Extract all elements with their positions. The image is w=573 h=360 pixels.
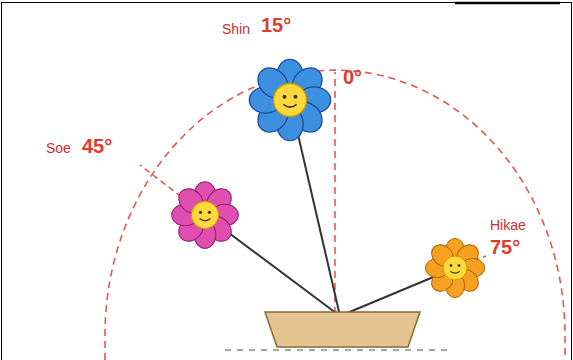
frame <box>2 3 572 360</box>
petals <box>172 182 239 249</box>
flower-face <box>274 84 307 117</box>
part-name: Hikae <box>490 218 526 233</box>
frame-mark <box>455 2 560 5</box>
angle-value: 45° <box>82 135 112 157</box>
angle-value: 0° <box>343 66 362 88</box>
pot <box>265 312 420 347</box>
part-name: Soe <box>46 141 71 156</box>
soe-flower <box>172 182 239 249</box>
hikae-flower <box>425 238 484 297</box>
angle-arc <box>105 70 565 360</box>
angle-value: 75° <box>490 236 520 258</box>
part-name: Shin <box>222 22 250 37</box>
flower-face <box>192 202 219 229</box>
base-line <box>225 349 450 350</box>
petals <box>249 59 330 140</box>
angle-value: 15° <box>261 14 291 36</box>
petals <box>425 238 484 297</box>
flower-face <box>443 256 467 280</box>
zero-line <box>334 72 336 314</box>
shin-flower <box>249 59 330 140</box>
